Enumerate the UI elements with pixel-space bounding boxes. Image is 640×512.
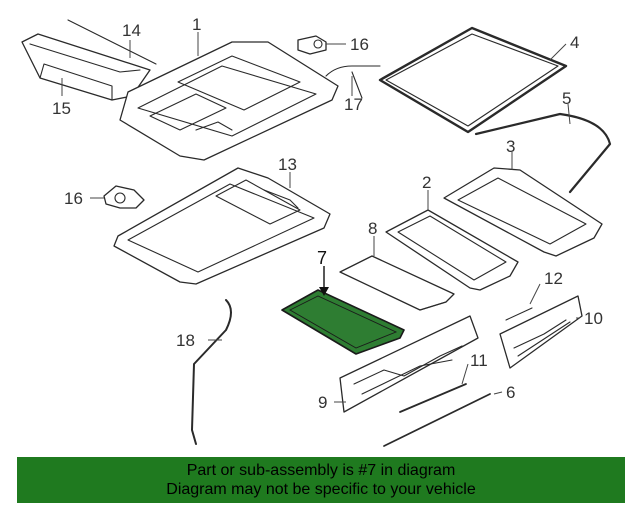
part-17-drain-hose xyxy=(325,65,381,99)
part-8-sunshade xyxy=(339,255,455,311)
part-13-lower-frame xyxy=(113,167,331,285)
callout-17: 17 xyxy=(344,95,363,114)
callout-labels: 1 14 15 16 17 4 5 3 2 13 16 8 7 12 10 18… xyxy=(52,15,603,412)
callout-13: 13 xyxy=(278,155,297,174)
callout-5: 5 xyxy=(562,89,571,108)
part-15-wind-deflector xyxy=(21,33,151,101)
callout-16-top: 16 xyxy=(350,35,369,54)
part-5-weatherstrip xyxy=(474,112,612,194)
part-1-frame-assembly xyxy=(119,41,339,161)
part-14-trim xyxy=(67,19,157,65)
callout-8: 8 xyxy=(368,219,377,238)
callout-1: 1 xyxy=(192,15,201,34)
part-6-rail xyxy=(383,393,491,447)
callout-10: 10 xyxy=(584,309,603,328)
part-16-motor-top xyxy=(297,35,327,55)
part-4-seal xyxy=(378,26,568,134)
callout-15: 15 xyxy=(52,99,71,118)
callout-18: 18 xyxy=(176,331,195,350)
callout-11: 11 xyxy=(470,351,488,370)
part-7-highlighted-panel xyxy=(281,289,405,355)
leader-lines xyxy=(61,32,580,403)
part-16-motor-left xyxy=(103,185,145,209)
callout-2: 2 xyxy=(422,173,431,192)
part-9-guide-panel xyxy=(339,315,479,413)
banner-line-1: Part or sub-assembly is #7 in diagram xyxy=(186,462,456,479)
info-banner: Part or sub-assembly is #7 in diagram Di… xyxy=(17,457,625,503)
callout-7: 7 xyxy=(317,248,327,268)
parts-diagram: 1 14 15 16 17 4 5 3 2 13 16 8 7 12 10 18… xyxy=(21,15,612,447)
callout-14: 14 xyxy=(122,21,141,40)
banner-line-2: Diagram may not be specific to your vehi… xyxy=(166,481,476,498)
callout-9: 9 xyxy=(318,393,327,412)
part-18-drain-tube xyxy=(191,299,232,445)
callout-4: 4 xyxy=(570,33,579,52)
callout-16-left: 16 xyxy=(64,189,83,208)
callout-3: 3 xyxy=(506,137,515,156)
part-11-rail xyxy=(399,383,467,413)
part-12-clip xyxy=(505,307,533,321)
part-3-rear-glass xyxy=(443,167,603,257)
callout-6: 6 xyxy=(506,383,515,402)
callout-12: 12 xyxy=(544,269,563,288)
part-10-guide-panel xyxy=(499,295,583,369)
